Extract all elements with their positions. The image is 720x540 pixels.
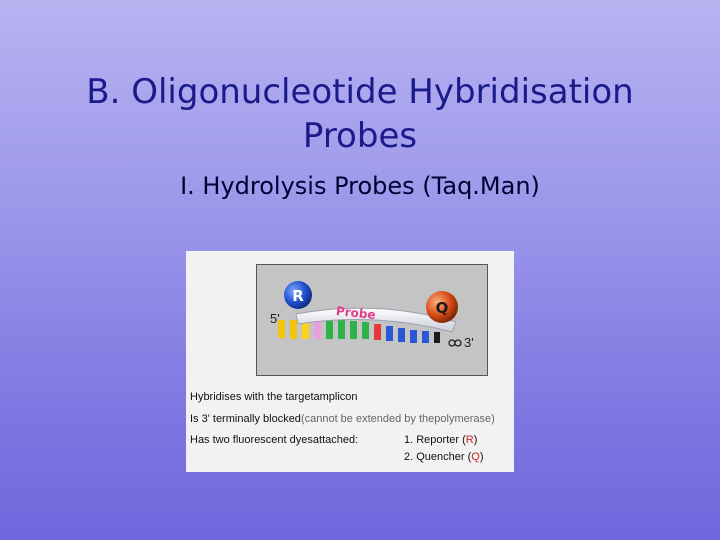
base <box>350 321 357 339</box>
probe-bases <box>278 319 440 343</box>
base <box>410 330 417 343</box>
base <box>314 319 321 339</box>
base <box>326 319 333 339</box>
caption-blocked-note: (cannot be extended by thepolymerase) <box>300 413 495 425</box>
base <box>434 332 440 343</box>
base <box>386 326 393 341</box>
caption-dyes: Has two fluorescent dyesattached: <box>190 434 359 446</box>
slide-subtitle: I. Hydrolysis Probes (Taq.Man) <box>180 172 540 200</box>
probe-backbone <box>295 307 457 333</box>
dye-list-item-reporter: 1. Reporter (R) <box>404 434 477 446</box>
base <box>374 324 381 340</box>
slide-title: B. Oligonucleotide Hybridisation Probes <box>0 70 720 158</box>
base <box>338 320 345 339</box>
quencher-item-letter: Q <box>471 451 480 463</box>
quencher-item-close: ) <box>479 451 484 463</box>
base <box>278 320 285 338</box>
dye-list-item-quencher: 2. Quencher (Q) <box>404 451 484 463</box>
reporter-item-close: ) <box>473 434 478 446</box>
reporter-dye <box>284 281 312 309</box>
probe-label: Probe <box>335 304 376 322</box>
reporter-letter: R <box>292 287 304 305</box>
caption-blocked-main: Is 3' terminally blocked <box>190 413 301 425</box>
five-prime-label: 5' <box>270 311 280 326</box>
base <box>422 331 429 343</box>
reporter-item-letter: R <box>465 434 474 446</box>
caption-blocked: Is 3' terminally blocked(cannot be exten… <box>190 413 495 425</box>
blocked-end-icon <box>448 339 462 347</box>
base <box>302 319 309 339</box>
base <box>362 322 369 339</box>
probe-figure: Probe R Q 5' 3' Hybridises with the targ… <box>186 251 514 472</box>
taqman-probe-diagram: Probe R Q 5' 3' <box>256 264 488 376</box>
quencher-dye <box>426 291 458 323</box>
quencher-letter: Q <box>436 299 449 317</box>
quencher-item-text: 2. Quencher ( <box>404 451 472 463</box>
title-line-2: Probes <box>302 116 418 156</box>
three-prime-label: 3' <box>464 335 474 350</box>
base <box>398 328 405 342</box>
base <box>290 320 297 339</box>
caption-hybridises: Hybridises with the targetamplicon <box>190 391 358 403</box>
reporter-item-text: 1. Reporter ( <box>404 434 466 446</box>
title-line-1: B. Oligonucleotide Hybridisation <box>86 72 634 112</box>
